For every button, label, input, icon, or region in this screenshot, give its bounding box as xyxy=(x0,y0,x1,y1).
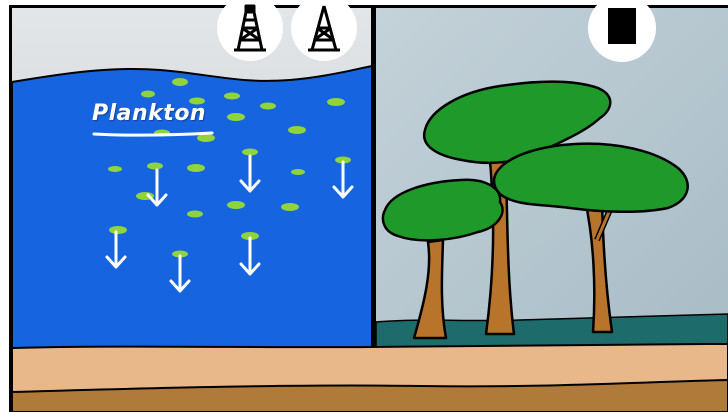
plankton-label: Plankton xyxy=(92,101,206,126)
panel-divider xyxy=(371,8,376,353)
